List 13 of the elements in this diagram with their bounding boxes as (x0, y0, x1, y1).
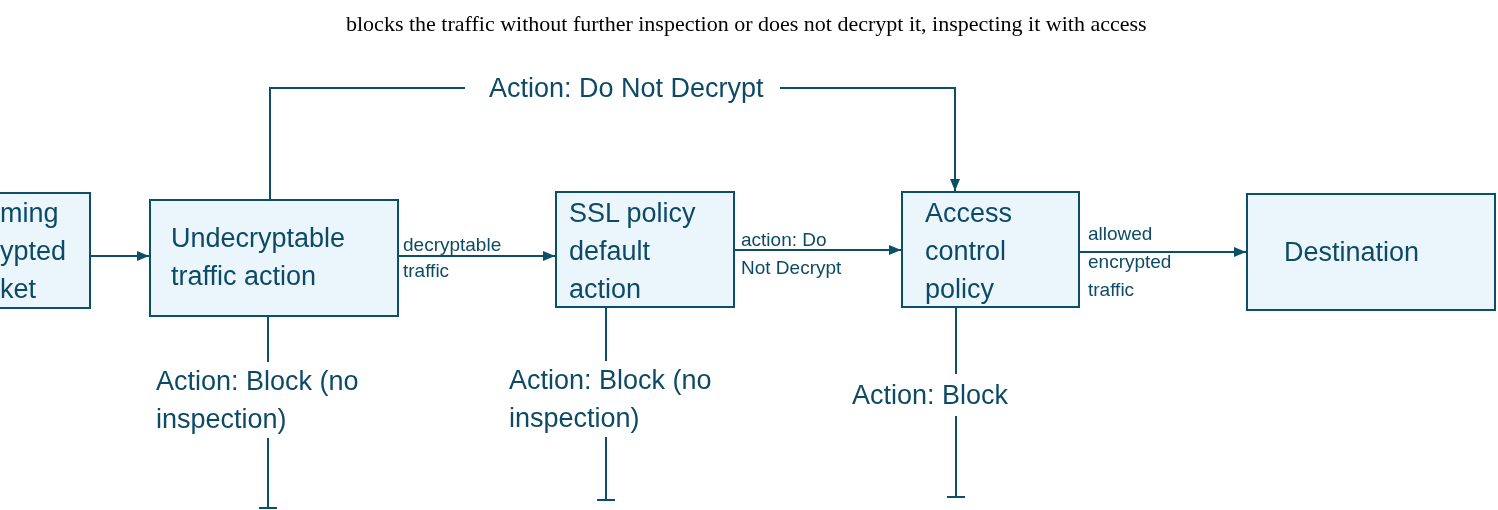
arrow (90, 251, 150, 261)
arrow (1079, 247, 1247, 257)
process-box: Undecryptable traffic action (149, 199, 399, 317)
process-box: ming ypted ket (0, 192, 91, 309)
arrow (734, 245, 902, 255)
process-box: Destination (1246, 193, 1496, 311)
edge-label: decryptable traffic (403, 233, 503, 283)
note-text: blocks the traffic without further inspection or does not decrypt it, inspecting it with access (346, 10, 1147, 38)
process-box: SSL policy default action (555, 191, 735, 308)
process-box: Access control policy (901, 191, 1080, 308)
arrow (398, 251, 556, 261)
edge-label: allowed encrypted traffic (1088, 222, 1173, 302)
edge-label: action: Do Not Decrypt (741, 228, 843, 280)
